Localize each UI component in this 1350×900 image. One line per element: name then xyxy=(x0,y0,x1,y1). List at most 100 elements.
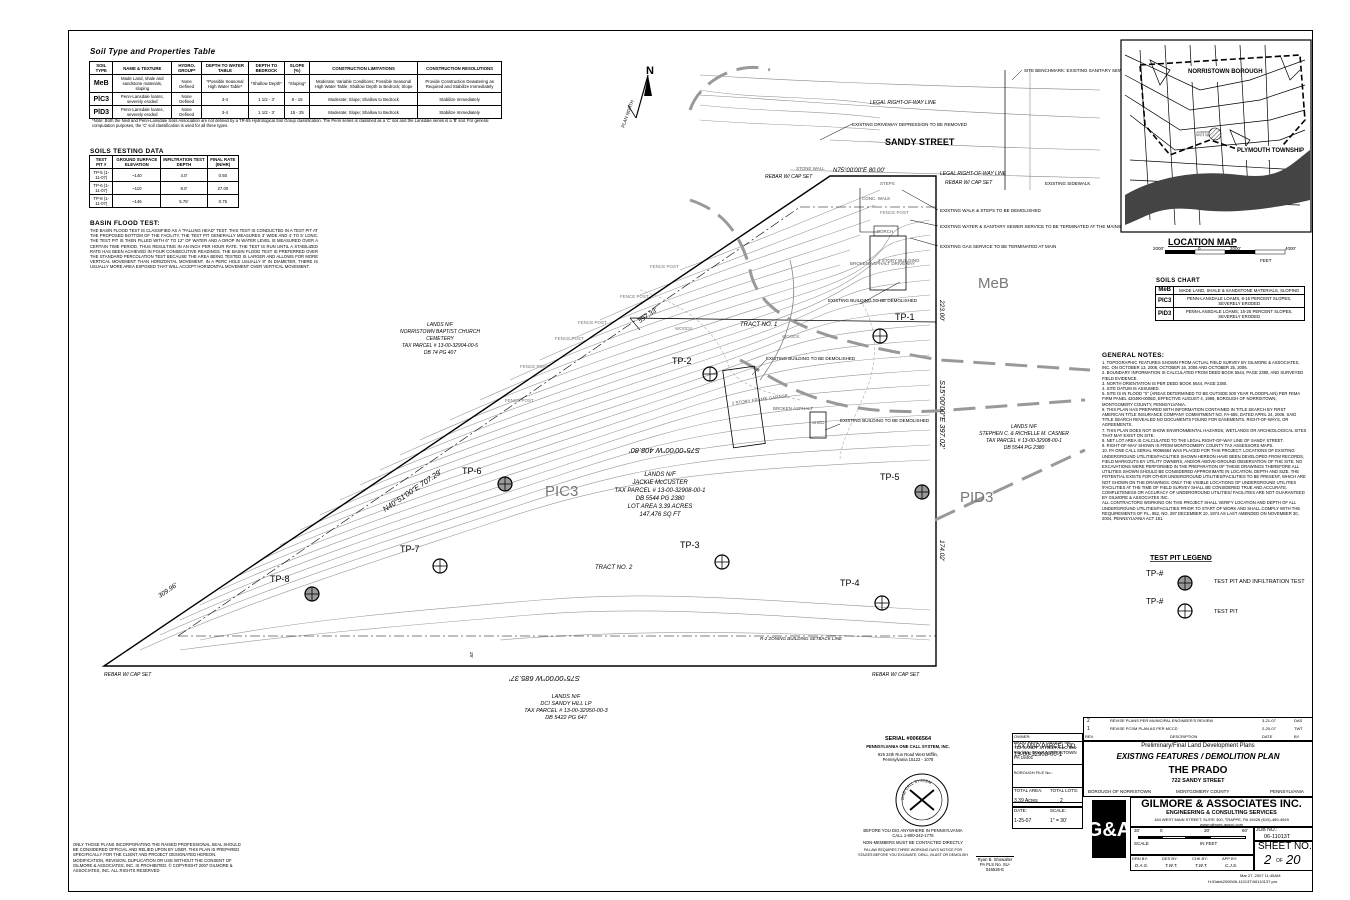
setback-25: 25' xyxy=(469,651,474,658)
one-call-before: BEFORE YOU DIG ANYWHERE IN PENNSYLVANIA … xyxy=(863,828,963,839)
scale-bar-seg xyxy=(1210,836,1246,839)
soil-boundaries xyxy=(688,65,1091,522)
rev-by: TWT xyxy=(1294,726,1303,731)
soil-cell: Stabilize Immediately xyxy=(417,105,502,119)
walk-label: CONC. WALK xyxy=(862,196,890,201)
drn-value: D.A.S. xyxy=(1135,863,1149,868)
testing-header: FINAL RATE (IN/HR) xyxy=(206,155,240,169)
test-pit-label: TP-1 xyxy=(895,312,915,322)
soils-testing-table: TEST PIT # GROUND SURFACE ELEVATION INFI… xyxy=(88,155,240,208)
rev-header: REV. xyxy=(1085,734,1094,739)
basin-flood-text: THE BASIN FLOOD TEST IS CLASSIFIED AS A … xyxy=(90,228,318,270)
tract1-label: TRACT NO. 1 xyxy=(740,322,777,328)
lot-line: LOT AREA 3.39 ACRES xyxy=(628,504,693,510)
drn-label: DRN BY: xyxy=(1132,856,1149,861)
scale-bar-label: 30' xyxy=(1134,828,1140,833)
testing-cell: TP-8 (1-11-07) xyxy=(88,194,114,208)
legend-item2: TEST PIT xyxy=(1214,609,1239,615)
soils-chart-cell: PlD3 xyxy=(1154,307,1175,321)
lot-line: JACKIE McCUSTER xyxy=(631,480,688,486)
test-pit-label: TP-6 xyxy=(462,466,482,476)
test-pit-label: TP-2 xyxy=(672,356,692,366)
woods-label: WOODS xyxy=(675,326,693,331)
borough-file: BOROUGH FILE No.: xyxy=(1014,770,1053,775)
rev-desc: REVISE PLANS PER MUNICIPAL ENGINEER'S RE… xyxy=(1110,718,1214,723)
firm-sub: ENGINEERING & CONSULTING SERVICES xyxy=(1166,810,1277,816)
tract2-label: TRACT NO. 2 xyxy=(595,565,633,571)
map-scale: 2000' xyxy=(1230,246,1241,251)
chk-label: CHK BY: xyxy=(1192,856,1208,861)
walk-outline xyxy=(859,188,880,233)
rev-header: DESCRIPTION xyxy=(1170,734,1198,739)
main-lot-label: LANDS N/F JACKIE McCUSTER TAX PARCEL # 1… xyxy=(614,472,705,518)
general-note: ALL CONTRACTORS WORKING ON THIS PROJECT … xyxy=(1102,500,1301,522)
basin-flood-title: BASIN FLOOD TEST: xyxy=(90,220,160,227)
porch-label: PORCH xyxy=(877,229,893,234)
rev-num: 1 xyxy=(1087,726,1090,732)
firm-web: www.gilmore-assoc.com xyxy=(1199,822,1244,827)
job-block xyxy=(1254,827,1313,841)
frame-garage xyxy=(722,365,766,449)
plan-title: EXISTING FEATURES / DEMOLITION PLAN xyxy=(1116,752,1280,761)
one-call-seal: ONE CALL SYSTEM xyxy=(895,773,949,827)
rebar-bottom-right: REBAR W/ CAP SET xyxy=(872,672,920,678)
steps-label: STEPS xyxy=(880,181,895,186)
location-map: NORRISTOWN BOROUGH PLYMOUTH TOWNSHIP SIT… xyxy=(1120,39,1312,263)
map-feet: FEET xyxy=(1260,258,1272,263)
seal-text: ONE CALL SYSTEM xyxy=(900,778,933,800)
owner-label: OWNER: xyxy=(1014,734,1031,739)
chk-value: T.W.T. xyxy=(1195,863,1208,868)
date-block xyxy=(1012,807,1083,829)
soil-cell: 15 - 25 xyxy=(284,105,310,119)
total-area-label: TOTAL AREA: xyxy=(1014,788,1043,793)
north-label: N xyxy=(646,65,654,77)
rev-date: 2-20-07 xyxy=(1262,726,1276,731)
lot-line: LANDS N/F xyxy=(552,694,581,700)
total-lots-value: 2 xyxy=(1060,798,1063,804)
callout: EXISTING WALK & STEPS TO BE DEMOLISHED xyxy=(940,208,1041,213)
soils-testing-title: SOILS TESTING DATA xyxy=(90,148,164,155)
soils-chart-cell: MADE LAND, SHALE & SANDSTONE MATERIALS, … xyxy=(1173,286,1305,295)
woods-label: WOODS xyxy=(782,334,800,339)
lot-line: TAX PARCEL # 13-00-32950-00-3 xyxy=(524,708,608,714)
setback-label: R-2 ZONING BUILDING SETBACK LINE xyxy=(760,636,843,641)
one-call-nonmember: NON-MEMBERS MUST BE CONTACTED DIRECTLY xyxy=(862,840,964,845)
testing-cell: ~146 xyxy=(112,194,162,208)
project-block xyxy=(1083,741,1313,797)
area-block xyxy=(1012,787,1083,807)
lot-line: CEMETERY xyxy=(426,336,454,342)
east-lot-label: LANDS N/F STEPHEN C. & RICHELLE M. CASNE… xyxy=(979,424,1069,451)
test-pit-legend: TEST PIT LEGEND TP-# TEST PIT AND INFILT… xyxy=(1146,555,1305,619)
callout: EXISTING BUILDING TO BE DEMOLISHED xyxy=(840,418,930,423)
scale-bar-seg xyxy=(1186,836,1210,839)
lot-line: LANDS N/F xyxy=(644,472,676,478)
des-label: DES BY: xyxy=(1162,856,1178,861)
west-dist: 309.96' xyxy=(157,582,179,600)
lot-line: DB 5422 PG 647 xyxy=(545,715,588,721)
callout: EXISTING GAS SERVICE TO BE TERMINATED AT… xyxy=(940,244,1056,249)
south-bearing: S75°00'00"W 685.37' xyxy=(509,674,580,683)
project-name: THE PRADO xyxy=(1168,765,1228,776)
rev-by: DAS xyxy=(1294,718,1303,723)
street-lines xyxy=(699,70,1101,190)
scale-bar-label: 30' xyxy=(1204,828,1210,833)
scale-label: SCALE: xyxy=(1050,808,1067,813)
one-call-serial: SERIAL #0066564 xyxy=(884,736,932,742)
test-pit-label: TP-7 xyxy=(400,544,420,554)
lot-line: TAX PARCEL # 13-00-32908-00-1 xyxy=(614,488,705,494)
soils-chart-cell: PENN-LANSDALE LOAMS, 15-25 PERCENT SLOPE… xyxy=(1173,307,1305,321)
general-note: 4. SITE DATUM IS ASSUMED. xyxy=(1102,386,1160,392)
woods-line xyxy=(639,289,801,401)
soil-table-title: Soil Type and Properties Table xyxy=(90,47,216,56)
test-pit-tp2: TP-2 xyxy=(672,356,718,382)
general-note: 3. NORTH ORIENTATION IS PER DEED BOOK 55… xyxy=(1102,380,1228,386)
porch-outline xyxy=(873,225,899,237)
lot-line: NORRISTOWN BAPTIST CHURCH xyxy=(400,329,480,335)
existing-sidewalk: EXISTING SIDEWALK xyxy=(1045,181,1090,186)
soil-header: HYDRO. GROUP* xyxy=(171,61,203,75)
scale-word: SCALE xyxy=(1134,841,1149,846)
map-scale: 4000' xyxy=(1285,246,1296,251)
test-pit-tp8: TP-8 xyxy=(270,574,320,602)
